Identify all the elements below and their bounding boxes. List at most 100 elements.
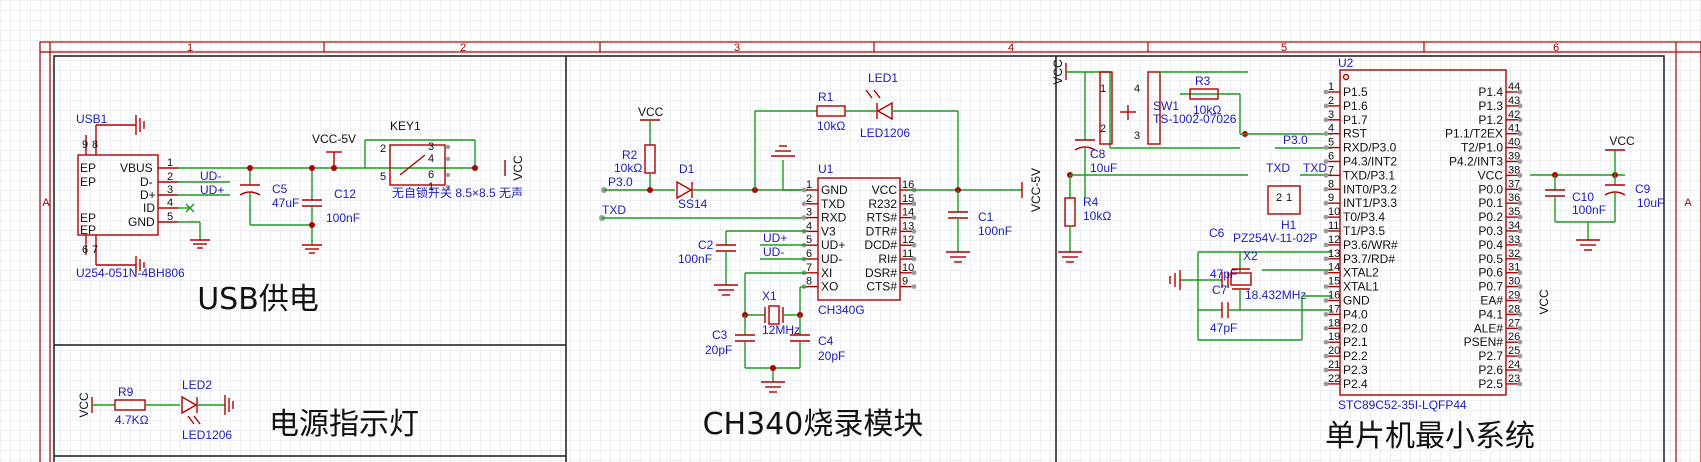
u2-left-pin-name: INT0/P3.2 — [1343, 182, 1397, 196]
zone-a-label-left: A — [42, 197, 50, 209]
u2-left-pin-pad — [1323, 339, 1329, 345]
u2-left-pin-name: P1.5 — [1343, 85, 1368, 99]
u1-left-pin-num: 5 — [806, 234, 812, 246]
c7-value: 47pF — [1210, 321, 1237, 335]
u2-left-pin-name: P3.7/RD# — [1343, 252, 1395, 266]
usb-ep-label-4: EP — [80, 223, 96, 237]
u2-left-pin-num: 9 — [1328, 192, 1334, 204]
r3-body — [1189, 88, 1219, 100]
u2-right-pin-pad — [1517, 145, 1523, 151]
u2-left-pin-name: GND — [1343, 294, 1370, 308]
u2-right-pin-num: 37 — [1508, 178, 1520, 190]
u1-right-pin-name: R232 — [868, 197, 897, 211]
key1-pin-6: 6 — [428, 169, 434, 181]
vcc-5v-label: VCC-5V — [312, 132, 356, 146]
u2-body — [1339, 69, 1507, 396]
r2-body — [644, 144, 656, 174]
u1-right-pin-num: 9 — [902, 276, 908, 288]
u1-right-pin-pad — [911, 201, 917, 207]
u1-left-pin-name: XI — [821, 266, 832, 280]
u2-right-pin-name: P1.2 — [1478, 113, 1503, 127]
u2-right-pin-pad — [1517, 186, 1523, 192]
u2-left-pin-num: 11 — [1328, 220, 1339, 232]
u2-right-pin-num: 29 — [1508, 290, 1520, 302]
ch340-vcc-label: VCC — [638, 105, 664, 119]
u2-right-pin-num: 41 — [1508, 123, 1520, 135]
usb1-part: U254-051N-4BH806 — [76, 266, 185, 280]
r1-value: 10kΩ — [817, 119, 845, 133]
u2-right-pin-num: 31 — [1508, 262, 1520, 274]
u2-left-pin-name: P2.1 — [1343, 335, 1368, 349]
r1-body — [816, 105, 846, 117]
u2-right-pin-num: 32 — [1508, 248, 1520, 260]
usb-pin-gnd: GND — [128, 215, 155, 229]
zone-3-label: 3 — [734, 42, 740, 54]
u2-right-pin-name: P2.5 — [1478, 377, 1503, 391]
u2-left-pin-pad — [1323, 200, 1329, 206]
zone-2-label: 2 — [460, 42, 466, 54]
u1-right-pin-num: 14 — [902, 207, 914, 219]
u2-right-pin-pad — [1517, 117, 1523, 123]
u2-left-pin-num: 4 — [1328, 123, 1334, 135]
u2-left-pin-name: P3.6/WR# — [1343, 238, 1398, 252]
power-led-section: VCC R9 4.7KΩ LED2 LED1206 — [77, 378, 234, 442]
r9-value: 4.7KΩ — [115, 413, 149, 427]
u2-right-pin-pad — [1517, 242, 1523, 248]
u2-left-pin-pad — [1323, 312, 1329, 317]
u1-left-pin-num: 2 — [806, 193, 812, 205]
u1-left-pin-pad — [801, 215, 807, 221]
c12-value: 100nF — [326, 211, 360, 225]
u2-right-pin-pad — [1517, 228, 1523, 234]
u2-right-pin-name: ALE# — [1474, 321, 1504, 335]
usb-section: USB1 9 8 6 7 EP EP EP EP VBUS D- D+ ID G… — [76, 112, 525, 280]
c2-ref: C2 — [698, 238, 714, 252]
usb-pnum-1: 1 — [167, 157, 173, 169]
u1-right-pin-num: 13 — [902, 220, 914, 232]
u2-right-pin-name: VCC — [1478, 168, 1504, 182]
u2-right-pin-name: P0.2 — [1478, 210, 1503, 224]
u2-right-pin-num: 34 — [1508, 220, 1520, 232]
u2-right-pin-name: P4.2/INT3 — [1449, 155, 1503, 169]
h1-label-txd-2: TXD — [1303, 161, 1327, 175]
mcu-vcc-right-label: VCC — [1609, 134, 1635, 148]
c10-ref: C10 — [1572, 190, 1594, 204]
u2-right-pin-pad — [1517, 353, 1523, 359]
usb-pnum-3: 3 — [167, 184, 173, 196]
u2-left-pin-pad — [1323, 173, 1329, 178]
u2-left-pin-pad — [1323, 284, 1329, 289]
r9-body — [114, 399, 146, 411]
u1-left-pin-num: 7 — [806, 262, 812, 274]
c8-ref: C8 — [1090, 147, 1106, 161]
u1-right-pin-pad — [911, 215, 917, 221]
u2-left-pin-pad — [1323, 186, 1329, 192]
txd-label-ch340: TXD — [602, 203, 626, 217]
c1-value: 100nF — [978, 224, 1012, 238]
u2-right-pin-num: 26 — [1508, 331, 1520, 343]
u2-left-pin-name: P2.2 — [1343, 349, 1368, 363]
sw1-pin-2: 2 — [1100, 123, 1106, 135]
u2-left-pin-num: 22 — [1328, 373, 1340, 385]
u2-left-pin-name: RXD/P3.0 — [1343, 141, 1397, 155]
u2-left-pin-pad — [1323, 159, 1329, 164]
usb-ep-label-3: EP — [80, 211, 96, 225]
x1-ref: X1 — [762, 289, 777, 303]
u1-right-pin-pad — [911, 242, 917, 248]
c4-ref: C4 — [818, 334, 834, 348]
u2-right-pin-name: P4.1 — [1478, 307, 1503, 321]
u2-left-pin-num: 19 — [1328, 331, 1340, 343]
h1-pin-2: 2 — [1276, 192, 1282, 204]
u1-right-pin-pad — [911, 229, 917, 234]
r2-ref: R2 — [622, 148, 638, 162]
u1-right-pin-num: 11 — [902, 248, 913, 260]
r9-ref: R9 — [118, 385, 134, 399]
u2-left-pin-name: XTAL1 — [1343, 280, 1379, 294]
u2-left-pin-name: P2.4 — [1343, 377, 1368, 391]
u2-right-pin-name: P0.7 — [1478, 280, 1503, 294]
u2-left-pin-num: 21 — [1328, 359, 1340, 371]
key1-ref: KEY1 — [390, 119, 421, 133]
u2-right-pin-pad — [1517, 270, 1523, 276]
h1-part: PZ254V-11-02P — [1233, 231, 1318, 245]
u2-left-pin-pad — [1323, 228, 1329, 234]
zone-a-label-right: A — [1684, 197, 1692, 209]
usb-ep-num-9: 9 — [82, 139, 88, 151]
